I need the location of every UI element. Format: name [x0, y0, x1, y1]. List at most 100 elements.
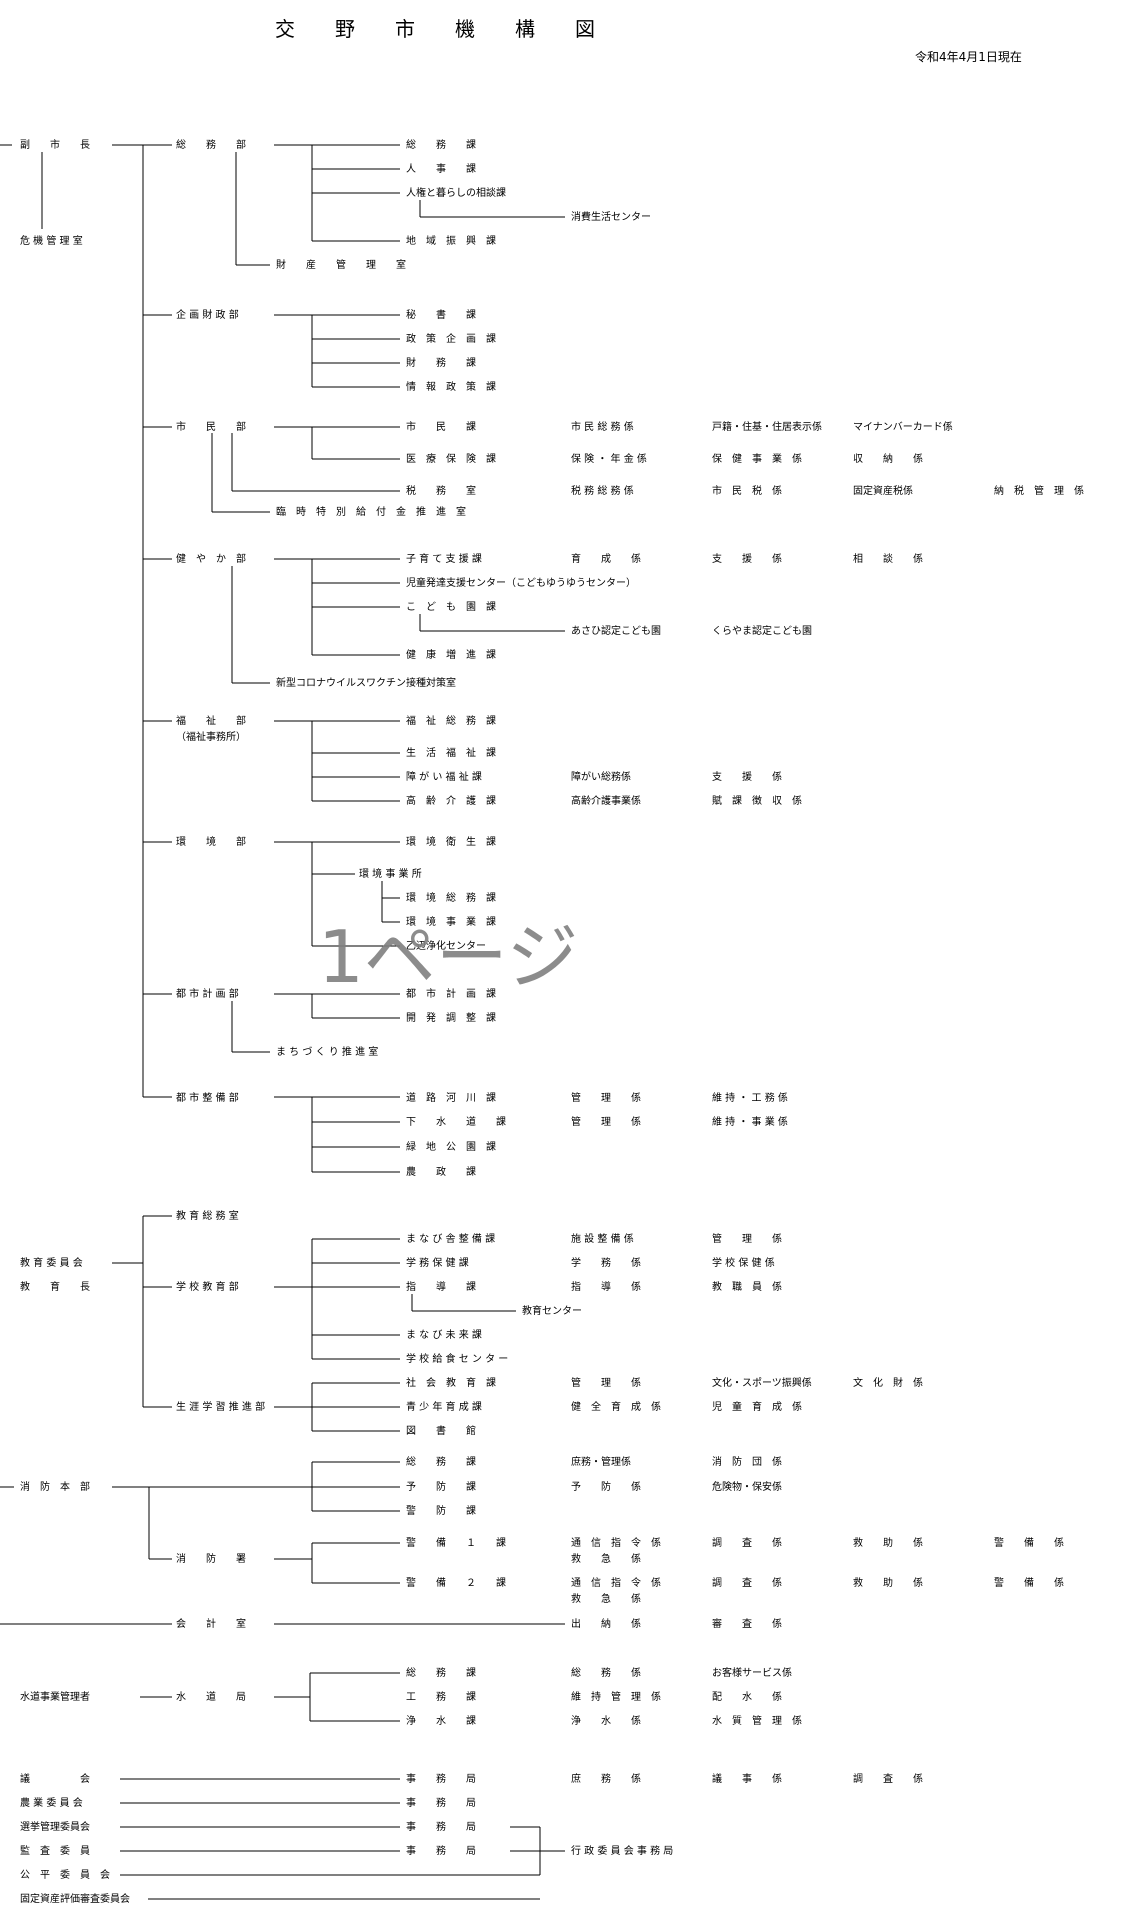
- org-unit-keibi1: 警 備 １ 課: [406, 1536, 506, 1549]
- org-unit-iji-komu: 維 持 ・ 工 務 係: [712, 1091, 788, 1104]
- org-unit-kenzen: 健 全 育 成 係: [571, 1400, 661, 1413]
- org-unit-gikai-shomu: 庶 務 係: [571, 1772, 641, 1785]
- org-unit-gakumu-hoken: 学 務 保 健 課: [406, 1256, 469, 1269]
- org-unit-kurayama: くらやま認定こども園: [712, 624, 812, 637]
- org-unit-kankyo-soumu: 環 境 総 務 課: [406, 891, 496, 904]
- org-unit-suido-soumuka: 総 務 課: [406, 1666, 476, 1679]
- org-unit-fukushibu: 福 祉 部: [176, 714, 246, 727]
- org-unit-kotei-hyoka: 固定資産評価審査委員会: [20, 1892, 130, 1905]
- org-unit-shiminzei: 市 民 税 係: [712, 484, 782, 497]
- org-unit-gikai: 議 会: [20, 1772, 90, 1785]
- org-unit-corona: 新型コロナウイルスワクチン接種対策室: [276, 676, 456, 689]
- org-unit-zeimu-soumu: 税 務 総 務 係: [571, 484, 634, 497]
- org-unit-shakai-kanri: 管 理 係: [571, 1376, 641, 1389]
- org-unit-nozei: 納 税 管 理 係: [994, 484, 1084, 497]
- org-unit-gikai-chosa: 調 査 係: [853, 1772, 923, 1785]
- org-unit-nogyo: 農 業 委 員 会: [20, 1796, 83, 1809]
- org-unit-kyoiku-center: 教育センター: [522, 1304, 582, 1317]
- org-unit-kikakubu: 企 画 財 政 部: [176, 308, 239, 321]
- org-unit-jimukyoku: 事 務 局: [406, 1820, 476, 1833]
- org-unit-gyosei: 行 政 委 員 会 事 務 局: [571, 1844, 673, 1857]
- org-unit-okyakusama: お客様サービス係: [712, 1666, 792, 1679]
- org-unit-gakko-hoken: 学 校 保 健 係: [712, 1256, 775, 1269]
- org-unit-hoken-jigyo: 保 健 事 業 係: [712, 452, 802, 465]
- page-title: 交 野 市 機 構 図: [275, 17, 595, 41]
- org-unit-kohei: 公 平 委 員 会: [20, 1868, 110, 1881]
- org-unit-kyoiku-soumu: 教 育 総 務 室: [176, 1209, 239, 1222]
- org-unit-shuno: 収 納 係: [853, 452, 923, 465]
- org-unit-seikatsu: 生 活 福 祉 課: [406, 746, 496, 759]
- org-unit-jimukyoku: 事 務 局: [406, 1772, 476, 1785]
- org-unit-kikenbutsu: 危険物・保安係: [712, 1480, 782, 1493]
- org-unit-sukoyakabu: 健 や か 部: [176, 552, 246, 565]
- org-unit-fukushi-soumu: 福 祉 総 務 課: [406, 714, 496, 727]
- org-unit-jinken: 人権と暮らしの相談課: [406, 186, 506, 199]
- org-unit-shiminbu: 市 民 部: [176, 420, 246, 433]
- org-unit-kyoikucho: 教 育 長: [20, 1280, 90, 1293]
- connector-lines: [0, 144, 565, 1900]
- org-unit-doro-kanri: 管 理 係: [571, 1091, 641, 1104]
- org-unit-komuka: 工 務 課: [406, 1690, 476, 1703]
- org-unit-giji: 議 事 係: [712, 1772, 782, 1785]
- org-unit-gakumu: 学 務 係: [571, 1256, 641, 1269]
- org-unit-kiki: 危 機 管 理 室: [20, 234, 83, 247]
- org-unit-toshokan: 図 書 館: [406, 1424, 476, 1437]
- org-unit-jido-ikusei: 児 童 育 成 係: [712, 1400, 802, 1413]
- org-unit-keibi-kakari: 警 備 係: [994, 1576, 1064, 1589]
- org-unit-kyukyu: 救 急 係: [571, 1592, 641, 1605]
- org-unit-shoboshou: 消 防 署: [176, 1552, 246, 1565]
- org-unit-kankyo-eisei: 環 境 衛 生 課: [406, 835, 496, 848]
- org-unit-machizukuri: ま ち づ く り 推 進 室: [276, 1045, 378, 1058]
- org-unit-joho: 情 報 政 策 課: [406, 380, 496, 393]
- org-unit-toshikeikaku: 都 市 計 画 課: [406, 987, 496, 1000]
- org-unit-kyushoku: 学 校 給 食 セ ン タ ー: [406, 1352, 508, 1365]
- org-unit-bunka-sports: 文化・スポーツ振興係: [712, 1376, 812, 1389]
- org-unit-kodomo: こ ど も 園 課: [406, 600, 496, 613]
- org-unit-yobo-kakari: 予 防 係: [571, 1480, 641, 1493]
- org-unit-toshikeikakubu: 都 市 計 画 部: [176, 987, 239, 1000]
- org-unit-kankyobu: 環 境 部: [176, 835, 246, 848]
- org-unit-shomu-kanri: 庶務・管理係: [571, 1455, 631, 1468]
- org-unit-shogai-shien: 支 援 係: [712, 770, 782, 783]
- org-unit-doro: 道 路 河 川 課: [406, 1091, 496, 1104]
- org-unit-suido-soumu: 総 務 係: [571, 1666, 641, 1679]
- org-unit-gesui-kanri: 管 理 係: [571, 1115, 641, 1128]
- org-unit-kenko: 健 康 増 進 課: [406, 648, 496, 661]
- org-unit-josui: 浄 水 係: [571, 1714, 641, 1727]
- org-unit-seishonen: 青 少 年 育 成 課: [406, 1400, 482, 1413]
- org-unit-shimin-soumu: 市 民 総 務 係: [571, 420, 634, 433]
- org-unit-gesui: 下 水 道 課: [406, 1115, 506, 1128]
- org-unit-chosa: 調 査 係: [712, 1576, 782, 1589]
- org-unit-zeimu: 税 務 室: [406, 484, 476, 497]
- org-unit-seisaku: 政 策 企 画 課: [406, 332, 496, 345]
- org-unit-korei-jigyo: 高齢介護事業係: [571, 794, 641, 807]
- org-unit-fuka: 賦 課 徴 収 係: [712, 794, 802, 807]
- org-unit-korei: 高 齢 介 護 課: [406, 794, 496, 807]
- org-unit-shinsa: 審 査 係: [712, 1617, 782, 1630]
- org-unit-jinjika: 人 事 課: [406, 162, 476, 175]
- org-unit-yobo: 予 防 課: [406, 1480, 476, 1493]
- org-unit-suido-kanri: 水道事業管理者: [20, 1690, 90, 1703]
- org-unit-kaihatsu: 開 発 調 整 課: [406, 1011, 496, 1024]
- org-unit-keibi2: 警 備 ２ 課: [406, 1576, 506, 1589]
- org-unit-jido: 児童発達支援センター（こどもゆうゆうセンター）: [406, 576, 636, 589]
- org-unit-hoken-nenkin: 保 険 ・ 年 金 係: [571, 452, 647, 465]
- org-unit-suishitsu: 水 質 管 理 係: [712, 1714, 802, 1727]
- org-unit-fukushichou: 副 市 長: [20, 138, 90, 151]
- org-unit-chosa: 調 査 係: [712, 1536, 782, 1549]
- org-unit-gakko-kyoikubu: 学 校 教 育 部: [176, 1280, 239, 1293]
- org-unit-tsushin: 通 信 指 令 係: [571, 1536, 661, 1549]
- org-unit-zaisan: 財 産 管 理 室: [276, 258, 406, 271]
- org-unit-shogai-gakushubu: 生 涯 学 習 推 進 部: [176, 1400, 265, 1413]
- org-unit-tsushin: 通 信 指 令 係: [571, 1576, 661, 1589]
- org-unit-shohi: 消費生活センター: [571, 210, 651, 223]
- org-unit-kaikei: 会 計 室: [176, 1617, 246, 1630]
- org-unit-iryo: 医 療 保 険 課: [406, 452, 496, 465]
- org-unit-iji-kanri: 維 持 管 理 係: [571, 1690, 661, 1703]
- org-unit-shisetsu: 施 設 整 備 係: [571, 1232, 634, 1245]
- org-unit-shobo-honbu: 消 防 本 部: [20, 1480, 90, 1493]
- org-unit-kyoshokuin: 教 職 員 係: [712, 1280, 782, 1293]
- org-unit-kyujo: 救 助 係: [853, 1576, 923, 1589]
- org-unit-manabiya: ま な び 舎 整 備 課: [406, 1232, 495, 1245]
